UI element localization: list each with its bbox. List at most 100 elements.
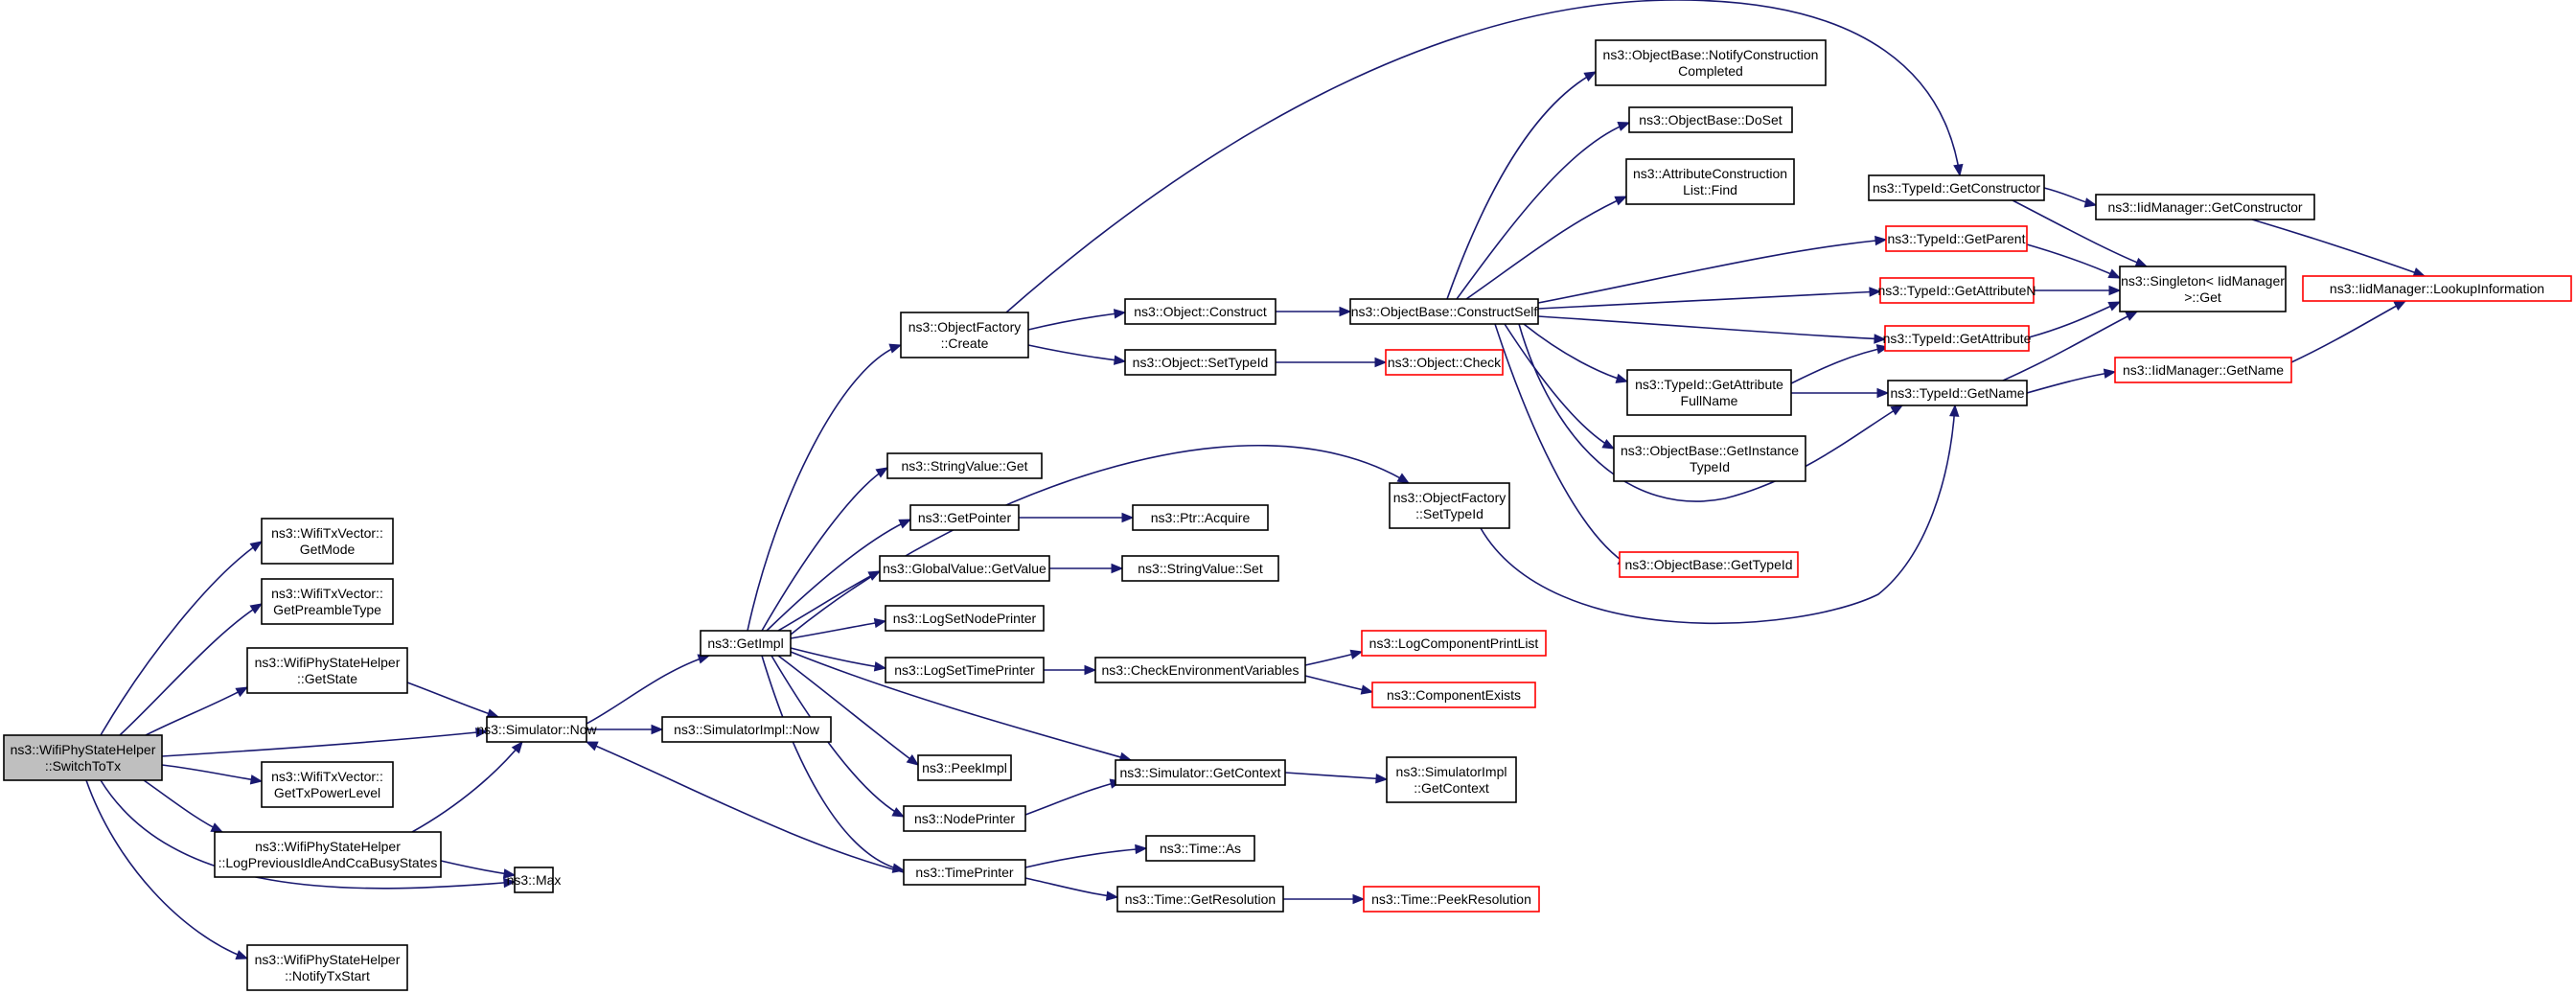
node-logsettime[interactable]: ns3::LogSetTimePrinter (885, 657, 1045, 683)
node-box (246, 944, 408, 991)
node-notifyconstr[interactable]: ns3::ObjectBase::NotifyConstructionCompl… (1595, 39, 1827, 86)
node-box (2095, 194, 2315, 220)
node-logsetnode[interactable]: ns3::LogSetNodePrinter (885, 605, 1045, 632)
edge-line (790, 445, 1410, 636)
node-globalvalget[interactable]: ns3::GlobalValue::GetValue (879, 555, 1050, 582)
node-label: ns3::Simulator::GetContext (1119, 765, 1280, 780)
node-objcheck[interactable]: ns3::Object::Check (1385, 349, 1504, 376)
node-iidlookup[interactable]: ns3::IidManager::LookupInformation (2302, 275, 2572, 302)
edge-arrowhead (1874, 334, 1887, 344)
node-simgetctx[interactable]: ns3::Simulator::GetContext (1115, 759, 1286, 786)
node-box (2119, 266, 2287, 312)
edge-logprev-to-simnow (411, 740, 523, 833)
node-box (1145, 835, 1255, 862)
node-box (1349, 298, 1539, 325)
node-getpreamble[interactable]: ns3::WifiTxVector::GetPreambleType (261, 578, 394, 625)
node-simimplgetctx[interactable]: ns3::SimulatorImpl::GetContext (1386, 756, 1517, 803)
edge-line (1480, 405, 1956, 625)
node-objfactsettypeid[interactable]: ns3::ObjectFactory::SetTypeId (1389, 482, 1510, 529)
node-logcomplist[interactable]: ns3::LogComponentPrintList (1361, 630, 1547, 657)
edge-line (2026, 371, 2116, 394)
node-gettxpower[interactable]: ns3::WifiTxVector::GetTxPowerLevel (261, 761, 394, 808)
node-compexists[interactable]: ns3::ComponentExists (1371, 682, 1536, 708)
edge-arrowhead (873, 661, 887, 672)
node-label: ns3::TypeId::GetName (1890, 385, 2024, 401)
node-singleton[interactable]: ns3::Singleton< IidManager>::Get (2119, 266, 2287, 312)
node-notifytx[interactable]: ns3::WifiPhyStateHelper::NotifyTxStart (246, 944, 408, 991)
edge-getstate-to-simnow (406, 682, 500, 719)
edge-line (161, 730, 488, 757)
node-logprev[interactable]: ns3::WifiPhyStateHelper::LogPreviousIdle… (214, 831, 442, 878)
edge-arrowhead (1105, 890, 1119, 901)
node-typeidgetparent[interactable]: ns3::TypeId::GetParent (1885, 225, 2028, 252)
node-peekimpl[interactable]: ns3::PeekImpl (917, 754, 1012, 781)
edge-typeidgetattrfull-to-typeidgetattr (1790, 344, 1890, 384)
node-getimpl[interactable]: ns3::GetImpl (700, 630, 792, 657)
node-strvalget[interactable]: ns3::StringValue::Get (886, 452, 1043, 479)
node-label: ns3::Simulator::Now (476, 722, 597, 737)
node-iidgetconstructor[interactable]: ns3::IidManager::GetConstructor (2095, 194, 2315, 220)
node-timepeekres[interactable]: ns3::Time::PeekResolution (1363, 886, 1540, 913)
edge-line (1024, 877, 1118, 898)
edge-objbaseconstructself-to-notifyconstr (1446, 71, 1598, 300)
edge-getimpl-to-simgetctx (790, 651, 1133, 762)
node-label: ns3::ComponentExists (1387, 687, 1521, 703)
node-timeas[interactable]: ns3::Time::As (1145, 835, 1255, 862)
edge-timeprinter-to-simnow (585, 741, 905, 873)
node-label: ::SetTypeId (1415, 506, 1484, 521)
edge-root-to-logprev (143, 779, 224, 833)
node-iidgetname[interactable]: ns3::IidManager::GetName (2114, 357, 2292, 383)
node-typeidgetname[interactable]: ns3::TypeId::GetName (1887, 380, 2028, 406)
node-getmode[interactable]: ns3::WifiTxVector::GetMode (261, 518, 394, 565)
node-max[interactable]: ns3::Max (507, 867, 562, 893)
node-checkenv[interactable]: ns3::CheckEnvironmentVariables (1094, 657, 1306, 683)
node-simimplnow[interactable]: ns3::SimulatorImpl::Now (661, 716, 832, 743)
node-timeprinter[interactable]: ns3::TimePrinter (903, 859, 1026, 886)
edge-arrowhead (235, 950, 249, 959)
edge-root-to-getmode (100, 541, 264, 736)
node-box (1628, 106, 1793, 133)
node-box (514, 867, 554, 893)
node-label: GetTxPowerLevel (274, 785, 380, 800)
edge-arrowhead (1874, 235, 1888, 246)
node-objconstruct[interactable]: ns3::Object::Construct (1124, 298, 1276, 325)
node-typeidgetconstructor[interactable]: ns3::TypeId::GetConstructor (1868, 174, 2045, 201)
node-label: Completed (1678, 63, 1743, 79)
node-nodeprinter[interactable]: ns3::NodePrinter (903, 805, 1026, 832)
edge-arrowhead (906, 753, 920, 766)
node-label: ns3::ObjectBase::ConstructSelf (1351, 304, 1538, 319)
edge-arrowhead (2103, 368, 2117, 379)
node-box (885, 657, 1045, 683)
node-ptracquire[interactable]: ns3::Ptr::Acquire (1132, 504, 1269, 531)
node-label: ns3::Time::PeekResolution (1371, 891, 1531, 907)
edge-line (161, 764, 263, 782)
node-box (700, 630, 792, 657)
node-label: ns3::Singleton< IidManager (2121, 273, 2285, 289)
edge-objfactsettypeid-to-typeidgetname (1480, 404, 1960, 625)
node-simnow[interactable]: ns3::Simulator::Now (476, 716, 598, 743)
node-strvalset[interactable]: ns3::StringValue::Set (1121, 555, 1279, 582)
node-objbaseconstructself[interactable]: ns3::ObjectBase::ConstructSelf (1349, 298, 1539, 325)
node-label: ns3::PeekImpl (922, 760, 1007, 775)
node-timegetres[interactable]: ns3::Time::GetResolution (1116, 886, 1284, 913)
node-objsettypeid[interactable]: ns3::Object::SetTypeId (1124, 349, 1276, 376)
node-objbasegettypeid[interactable]: ns3::ObjectBase::GetTypeId (1619, 551, 1799, 578)
edge-root-to-getpreamble (119, 603, 264, 736)
edge-line (145, 686, 248, 736)
node-objbasedoset[interactable]: ns3::ObjectBase::DoSet (1628, 106, 1793, 133)
node-getpointer[interactable]: ns3::GetPointer (909, 504, 1020, 531)
node-objfactcreate[interactable]: ns3::ObjectFactory::Create (900, 312, 1029, 358)
node-label: ns3::WifiTxVector:: (271, 769, 383, 784)
node-root[interactable]: ns3::WifiPhyStateHelper::SwitchToTx (3, 734, 163, 781)
node-getstate[interactable]: ns3::WifiPhyStateHelper::GetState (246, 647, 408, 694)
node-typeidgetattrn[interactable]: ns3::TypeId::GetAttributeN (1878, 277, 2036, 304)
node-label: ns3::ObjectFactory (908, 319, 1022, 335)
edge-line (1005, 0, 1961, 313)
node-box (3, 734, 163, 781)
node-typeidgetattr[interactable]: ns3::TypeId::GetAttribute (1883, 325, 2032, 352)
edge-arrowhead (2134, 257, 2149, 267)
edge-arrowhead (1339, 306, 1352, 317)
